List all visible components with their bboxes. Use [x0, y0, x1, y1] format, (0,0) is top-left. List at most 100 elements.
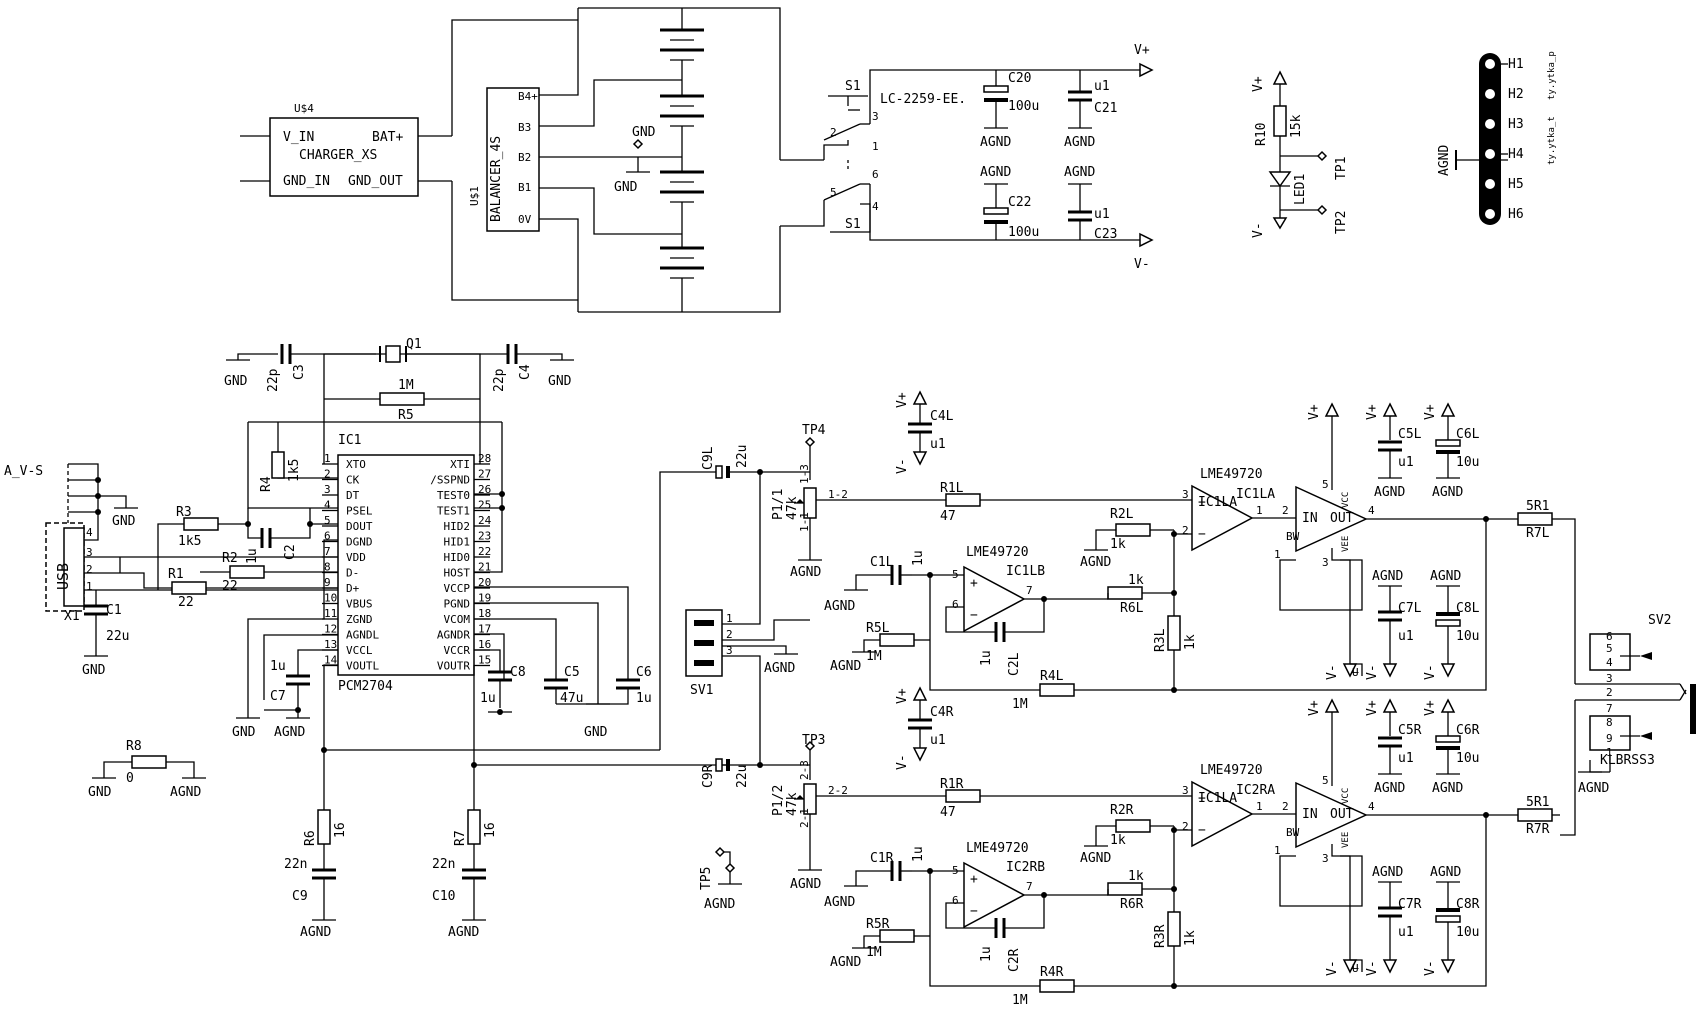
sv2-part: KLBRSS3	[1600, 753, 1655, 768]
r1-ref: R1L	[940, 481, 964, 496]
vminus-arrow-icon	[1139, 232, 1154, 248]
led1-icon	[1268, 171, 1292, 188]
sv2-pin-7: 7	[1606, 702, 1613, 715]
sv2-pin-2: 2	[1606, 686, 1613, 699]
c7-ref: C7R	[1398, 897, 1422, 912]
p1-1-agnd: AGND	[790, 565, 821, 580]
buffer-icon	[1295, 781, 1368, 849]
s1-ref-top: S1	[845, 79, 861, 94]
q1-crystal-icon	[385, 345, 401, 363]
r4-value: 1k5	[287, 459, 302, 482]
c22-ref: C22	[1008, 195, 1031, 210]
balancer-pin-b3: B3	[518, 121, 531, 134]
ic1-pin-label: HID0	[444, 551, 471, 564]
s1-part: LC-2259-EE.	[880, 92, 966, 107]
ic1-pin-number: 17	[478, 623, 491, 636]
r5-ref: R5	[398, 408, 414, 423]
r6-ref: R6R	[1120, 897, 1144, 912]
c7-agnd: AGND	[274, 725, 305, 740]
ic1-pin-number: 3	[324, 483, 331, 496]
q1-ref: Q1	[406, 337, 422, 352]
vplus-icon	[1440, 698, 1456, 713]
balancer-title: BALANCER_4S	[489, 136, 504, 222]
rail-vplus-label: V+	[895, 392, 910, 408]
c4-value: u1	[930, 437, 946, 452]
buffer-bw: BW	[1286, 826, 1300, 839]
vminus-pin-label: Ʉ	[1352, 962, 1359, 975]
s1-pin-1: 1	[872, 140, 879, 153]
buffer-in: IN	[1302, 511, 1318, 526]
r7-value: 16	[483, 822, 498, 838]
buf-pin-4: 4	[1368, 504, 1375, 517]
r5-value: 1M	[866, 945, 882, 960]
vplus-arrow-icon	[1139, 62, 1154, 78]
opamp-a-icon	[1191, 780, 1254, 848]
r7-body	[1517, 512, 1553, 526]
ic1-pin-label: D+	[346, 582, 360, 595]
s1-pin-3: 3	[872, 110, 879, 123]
buf-vminus-label: V-	[1325, 664, 1340, 680]
c1-value: 1u	[911, 846, 926, 862]
ic1-pin-label: CK	[346, 474, 360, 487]
sv1-agnd: AGND	[764, 661, 795, 676]
cap-agnd: AGND	[1432, 781, 1463, 796]
r1-ref: R1R	[940, 777, 964, 792]
header-h4: H4	[1508, 147, 1524, 162]
c22-value: 100u	[1008, 225, 1039, 240]
charger-pin-vin: V_IN	[283, 130, 314, 145]
c23-value: u1	[1094, 207, 1110, 222]
cap-value: 10u	[1456, 751, 1479, 766]
tp2-label: TP2	[1334, 211, 1349, 234]
gnd-label-b2-ref: GND	[614, 180, 638, 195]
p1-2-value: 47k	[785, 792, 800, 816]
vplus-icon	[1382, 698, 1398, 713]
led1-ref: LED1	[1293, 174, 1308, 205]
c2-value: 1u	[979, 946, 994, 962]
ic1-right-pins: 28XTI27/SSPND26TEST025TEST124HID223HID12…	[430, 452, 491, 673]
ic1-pin-label: AGNDL	[346, 629, 379, 642]
r10-ref: R10	[1254, 123, 1269, 146]
tp5-agnd: AGND	[704, 897, 735, 912]
header-h1: H1	[1508, 57, 1524, 72]
opamp-b-part: LME49720	[966, 841, 1029, 856]
r6-value: 1k	[1128, 869, 1144, 884]
c7-agnd-top: AGND	[1372, 865, 1403, 880]
led-vminus-label: V-	[1251, 222, 1266, 238]
a-v-s-label: A_V-S	[4, 464, 43, 479]
cap-ref: C5R	[1398, 723, 1422, 738]
ic1-pin-label: VCOM	[444, 613, 471, 626]
switch-s1: S1 S1 LC-2259-EE. 3 2 1 6 5 4	[780, 79, 966, 233]
c4-ref: C4	[518, 364, 533, 380]
charger-pin-gndout: GND_OUT	[348, 174, 403, 189]
p1-1-pin-11: 1-1	[798, 512, 811, 532]
r3-ref: R3R	[1153, 924, 1168, 948]
vplus-icon	[1324, 698, 1340, 713]
jack-lower-contact	[1589, 715, 1631, 751]
c2-ref: C2L	[1007, 652, 1022, 676]
r4-body	[271, 451, 285, 479]
opamp-plus: +	[1198, 791, 1206, 806]
ic1-pin-number: 12	[324, 623, 337, 636]
ic1-pin-number: 21	[478, 561, 491, 574]
balancer-pin-b1: B1	[518, 181, 531, 194]
ic1-pin-number: 23	[478, 530, 491, 543]
c9l-value: 22u	[735, 445, 750, 468]
ic1-pin-label: TEST0	[437, 489, 470, 502]
header-h2: H2	[1508, 87, 1524, 102]
pin-7: 7	[1026, 880, 1033, 893]
ic1-pin-label: DGND	[346, 536, 373, 549]
c21-agnd: AGND	[1064, 135, 1095, 150]
c1-value: 1u	[911, 550, 926, 566]
buf-vplus-label: V+	[1307, 700, 1322, 716]
r4-ref: R4R	[1040, 965, 1064, 980]
tp5-icon-b	[724, 862, 736, 874]
ic1-pin-label: HID1	[444, 536, 471, 549]
sv2-pin-1: 1	[1606, 746, 1613, 759]
buffer-vee: VEE	[1341, 832, 1351, 848]
c9-value: 22n	[284, 857, 307, 872]
c2-value: 1u	[979, 650, 994, 666]
c8-ref: C8	[510, 665, 526, 680]
c3-value: 22p	[266, 368, 281, 392]
buf-pin-3: 3	[1322, 556, 1329, 569]
